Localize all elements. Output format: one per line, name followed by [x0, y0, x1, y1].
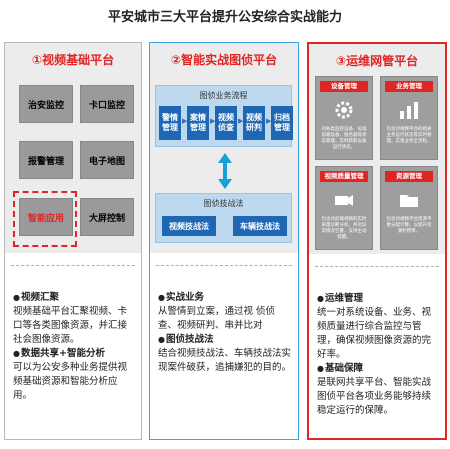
double-arrow-icon — [218, 153, 232, 189]
gear-icon — [335, 101, 353, 119]
panel-description: 运维管理 统一对系统设备、业务、视频质量进行综合监控与管理，确保视频图像资源的完… — [317, 292, 439, 418]
panel-description: 实战业务 从警情到立案，通过视 侦侦查、视频研判、串并比对 图侦技战法 结合视频… — [158, 291, 292, 375]
panel-title: ②智能实战图侦平台 — [170, 53, 278, 67]
panel-header-area: ①视频基础平台 治安监控 卡口监控 报警管理 电子地图 智能应用 大屏控制 — [5, 43, 141, 253]
card-device-management: 设备管理 对各类监控设备、标准前端设备、服务器等状态管理，实时获取设备运行状态。 — [315, 76, 373, 160]
page-title: 平安城市三大平台提升公安综合实战能力 — [107, 10, 342, 25]
card-title: 业务管理 — [385, 81, 433, 92]
desc-heading: 视频汇聚 — [13, 291, 135, 305]
desc-body: 视频基础平台汇聚视频、卡口等各类图像资源，并汇接社会图像资源。 — [13, 306, 128, 345]
card-business-management: 业务管理 包含对视频平台的相关业务运行状态等实时管理，实现业务全流程。 — [380, 76, 438, 160]
desc-body: 是联网共享平台、智能实战图侦平台各项业务能够持续稳定运行的保障。 — [317, 377, 432, 416]
panel-video-base: ①视频基础平台 治安监控 卡口监控 报警管理 电子地图 智能应用 大屏控制 视频… — [4, 42, 142, 440]
section-divider — [156, 265, 292, 266]
tile-electronic-map: 电子地图 — [80, 141, 134, 179]
card-title: 设备管理 — [320, 81, 368, 92]
video-tactics-button: 视频技战法 — [162, 216, 216, 236]
step-archive-management: 归档管理 — [271, 106, 293, 140]
card-text: 包含对视频平台资源平衡分配计算，以提升资源利用率。 — [386, 217, 432, 234]
vehicle-tactics-button: 车辆技战法 — [233, 216, 287, 236]
tile-checkpoint-monitoring: 卡口监控 — [80, 85, 134, 123]
section-divider — [11, 265, 135, 266]
desc-body: 从警情到立案，通过视 侦侦查、视频研判、串并比对 — [158, 306, 276, 331]
card-text: 对各类监控设备、标准前端设备、服务器等状态管理，实时获取设备运行状态。 — [321, 127, 367, 150]
desc-body: 统一对系统设备、业务、视频质量进行综合监控与管理，确保视频图像资源的完好率。 — [317, 307, 432, 360]
tech-tactics-box: 图侦技战法 视频技战法 车辆技战法 — [155, 193, 292, 243]
camera-icon — [335, 195, 353, 206]
step-case-management: 案情管理 — [187, 106, 209, 140]
panel-title: ③运维网管平台 — [335, 54, 419, 68]
folder-icon — [400, 195, 418, 207]
arrow-right-icon: ▶ — [238, 117, 244, 125]
desc-heading: 运维管理 — [317, 292, 439, 306]
tile-security-monitoring: 治安监控 — [19, 85, 73, 123]
panel-title: ①视频基础平台 — [31, 53, 115, 67]
flow-label: 图侦业务流程 — [199, 91, 248, 100]
desc-heading: 基础保障 — [317, 362, 439, 376]
desc-body: 结合视频技战法、车辆技战法实现案件破获，追捕嫌犯的目的。 — [158, 348, 292, 373]
card-title: 资源管理 — [385, 171, 433, 182]
card-text: 包含对视频平台的相关业务运行状态等实时管理，实现业务全流程。 — [386, 127, 432, 144]
tile-intelligent-application: 智能应用 — [19, 198, 73, 236]
chart-icon — [400, 102, 418, 119]
panel-description: 视频汇聚 视频基础平台汇聚视频、卡口等各类图像资源，并汇接社会图像资源。 数据共… — [13, 291, 135, 403]
desc-heading: 实战业务 — [158, 291, 292, 305]
business-flow-box: 图侦业务流程 警情管理 ▶ 案情管理 ▶ 视频侦查 ▶ 视频研判 ▶ 归档管理 — [155, 85, 293, 147]
arrow-right-icon: ▶ — [210, 117, 216, 125]
tile-big-screen-control: 大屏控制 — [80, 198, 134, 236]
arrow-right-icon: ▶ — [266, 117, 272, 125]
highlight-frame — [13, 191, 77, 247]
section-divider — [315, 266, 439, 267]
step-video-investigation: 视频侦查 — [215, 106, 237, 140]
step-alert-management: 警情管理 — [159, 106, 181, 140]
tile-alarm-management: 报警管理 — [19, 141, 73, 179]
step-video-analysis: 视频研判 — [243, 106, 265, 140]
panel-intelligent-image-investigation: ②智能实战图侦平台 图侦业务流程 警情管理 ▶ 案情管理 ▶ 视频侦查 ▶ 视频… — [149, 42, 299, 440]
card-video-quality-management: 视频质量管理 包含对前端视频的实时质量诊断分析，并对异常情况告警，支持主动提醒。 — [315, 166, 373, 250]
arrow-right-icon: ▶ — [182, 117, 188, 125]
card-resource-management: 资源管理 包含对视频平台资源平衡分配计算，以提升资源利用率。 — [380, 166, 438, 250]
desc-heading: 图侦技战法 — [158, 333, 292, 347]
tech-label: 图侦技战法 — [203, 199, 244, 208]
card-title: 视频质量管理 — [320, 171, 368, 182]
panel-ops-network-management: ③运维网管平台 设备管理 对各类监控设备、标准前端设备、服务器等状态管理，实时获… — [307, 42, 447, 440]
panel-header-area: ③运维网管平台 设备管理 对各类监控设备、标准前端设备、服务器等状态管理，实时获… — [309, 44, 445, 254]
desc-heading: 数据共享+智能分析 — [13, 347, 135, 361]
panel-header-area: ②智能实战图侦平台 图侦业务流程 警情管理 ▶ 案情管理 ▶ 视频侦查 ▶ 视频… — [150, 43, 298, 253]
card-text: 包含对前端视频的实时质量诊断分析，并对异常情况告警，支持主动提醒。 — [321, 217, 367, 240]
desc-body: 可以为公安多种业务提供视频基础资源和智能分析应用。 — [13, 362, 128, 401]
